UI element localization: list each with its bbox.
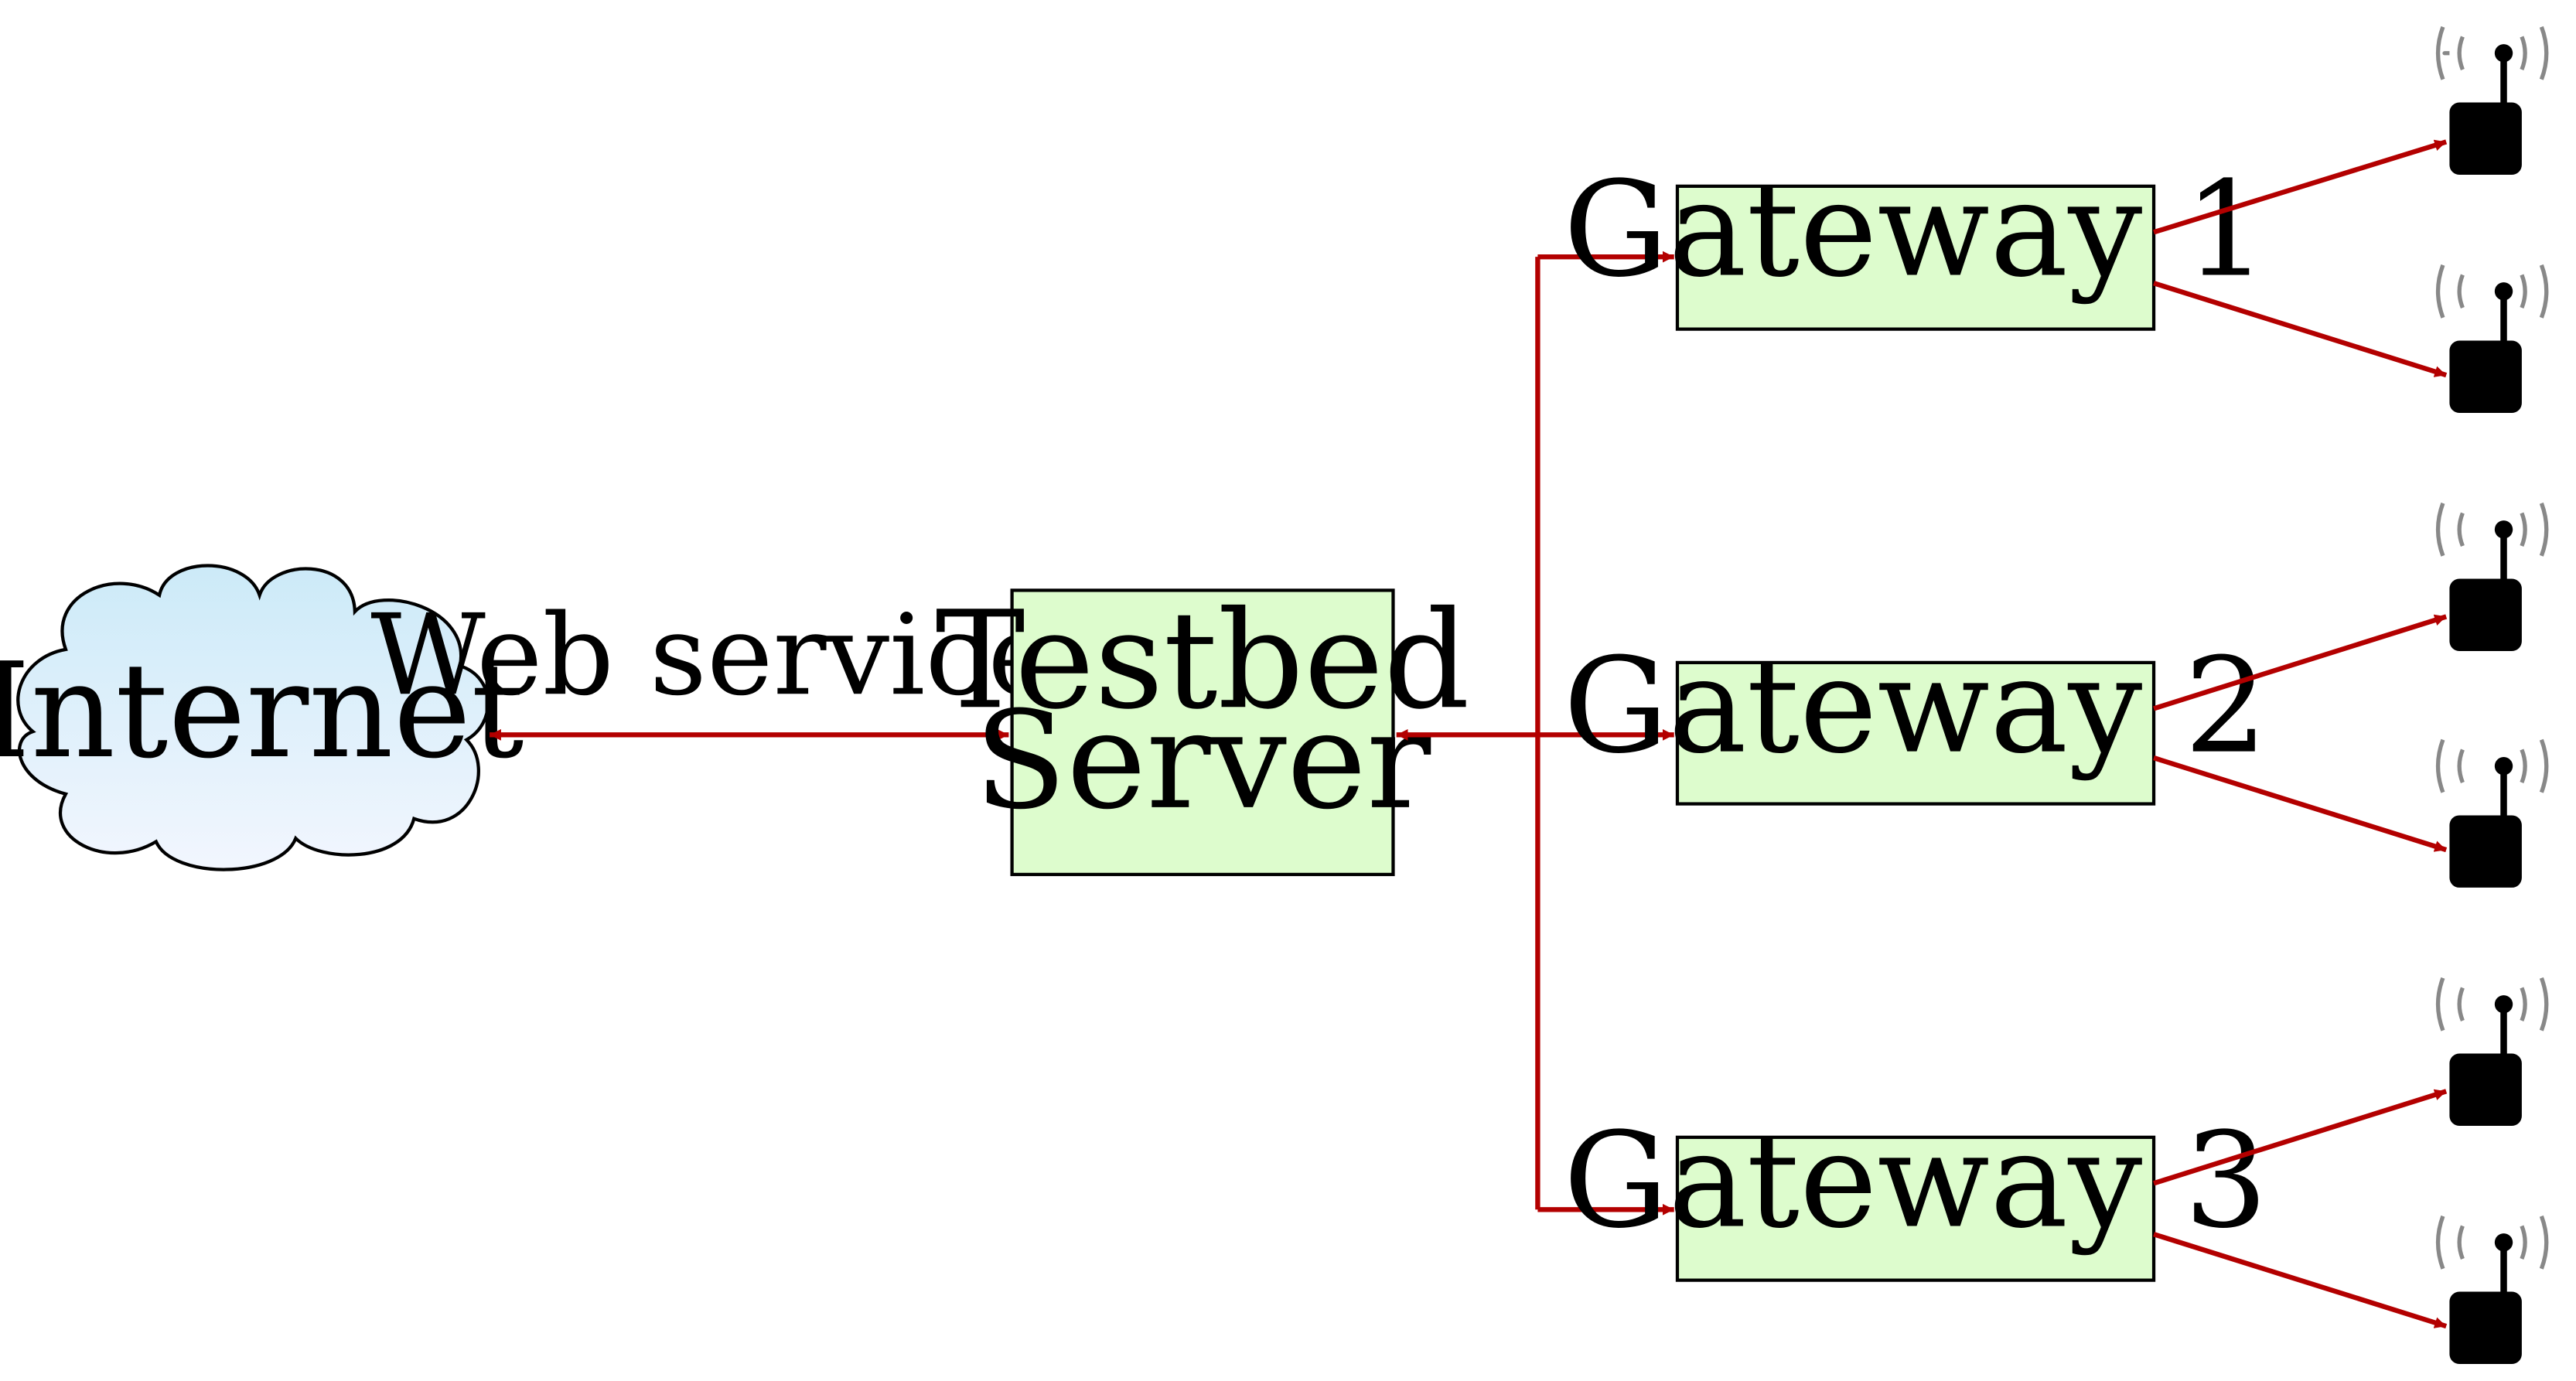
device-4 [2435, 738, 2549, 888]
internet-cloud: Internet [0, 564, 524, 871]
wireless-devices [2435, 26, 2549, 1364]
gateway-2-device-2-arrow [2153, 755, 2448, 853]
gateway-2-node: Gateway 2 [1564, 630, 2268, 806]
wireless-sensor-icon [2435, 26, 2549, 175]
gateway-1-node: Gateway 1 [1564, 154, 2268, 331]
gateway-1-box [1675, 184, 2156, 331]
wireless-sensor-icon [2435, 1215, 2549, 1364]
device-3 [2435, 502, 2549, 652]
gateway-1-device-2-arrow [2153, 281, 2448, 378]
server-gateway-connectors [1396, 251, 1674, 1216]
cloud-icon [16, 564, 490, 871]
gateway-2-label: Gateway 2 [1564, 630, 2268, 783]
wireless-sensor-icon [2435, 738, 2549, 888]
wireless-sensor-icon [2435, 264, 2549, 413]
device-5 [2435, 977, 2549, 1126]
gateway-3-label: Gateway 3 [1564, 1105, 2268, 1258]
testbed-server-node: Testbed Server [935, 582, 1470, 877]
server-box [1010, 588, 1395, 877]
gateway-2-device-1-arrow [2153, 614, 2448, 711]
gateway-3-device-2-arrow [2153, 1232, 2448, 1329]
server-label-line2: Server [974, 683, 1431, 840]
server-label-line1: Testbed [935, 582, 1469, 739]
gateway-1-device-1-arrow [2153, 139, 2448, 235]
wireless-sensor-icon [2435, 977, 2549, 1126]
device-2 [2435, 264, 2549, 413]
device-6 [2435, 1215, 2549, 1364]
gateway-3-node: Gateway 3 [1564, 1105, 2268, 1282]
device-1 [2435, 26, 2549, 175]
internet-label: Internet [0, 635, 524, 788]
gateway-3-box [1675, 1135, 2156, 1282]
web-services-label: Web services [370, 591, 1111, 721]
gateway-2-box [1675, 660, 2156, 806]
gateway-1-label: Gateway 1 [1564, 154, 2268, 307]
gateway-device-arrows [2153, 139, 2448, 1329]
gateway-3-device-1-arrow [2153, 1089, 2448, 1186]
wireless-sensor-icon [2435, 502, 2549, 652]
